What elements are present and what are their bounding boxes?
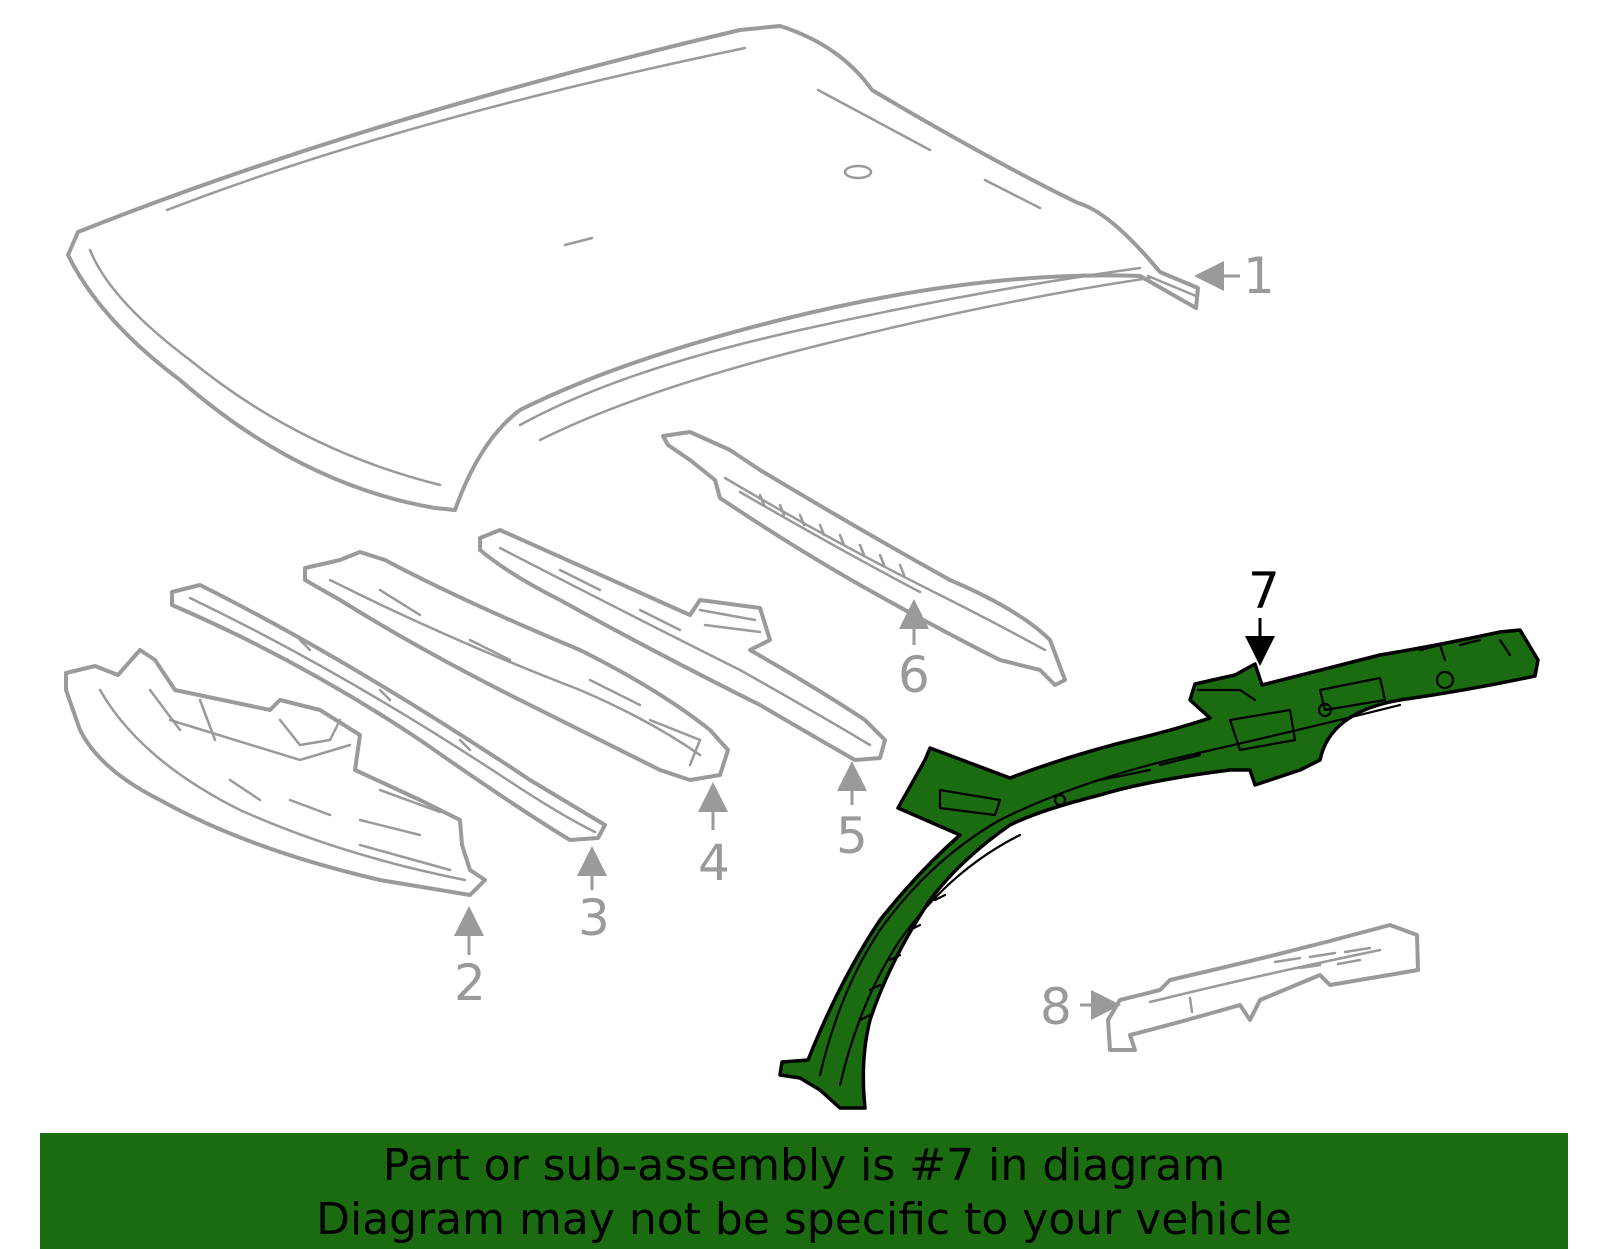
- front-header-part-2: [64, 648, 487, 897]
- banner-line-2: Diagram may not be specific to your vehi…: [316, 1194, 1292, 1245]
- roof-bow-part-5: [478, 528, 887, 762]
- callout-4: 4: [698, 834, 730, 892]
- callout-labels: 1 2 3 4 5 6 7 8: [454, 247, 1280, 1036]
- rear-roof-rail-part-6: [661, 430, 1067, 687]
- banner-line-1: Part or sub-assembly is #7 in diagram: [382, 1140, 1226, 1191]
- callout-3: 3: [578, 889, 610, 947]
- roof-panel-part-1: [66, 24, 1200, 512]
- part-info-banner: Part or sub-assembly is #7 in diagram Di…: [40, 1133, 1568, 1249]
- callout-8: 8: [1040, 978, 1072, 1036]
- callout-5: 5: [836, 807, 868, 865]
- callout-7: 7: [1248, 562, 1280, 620]
- callout-leaders: [454, 261, 1275, 1020]
- roof-bow-part-3: [170, 583, 607, 842]
- roof-bow-part-4: [303, 550, 730, 782]
- roof-side-rail-part-7: [778, 628, 1540, 1110]
- reinforcement-part-8: [1106, 923, 1420, 1052]
- callout-2: 2: [454, 954, 486, 1012]
- callout-1: 1: [1243, 247, 1275, 305]
- callout-6: 6: [898, 646, 930, 704]
